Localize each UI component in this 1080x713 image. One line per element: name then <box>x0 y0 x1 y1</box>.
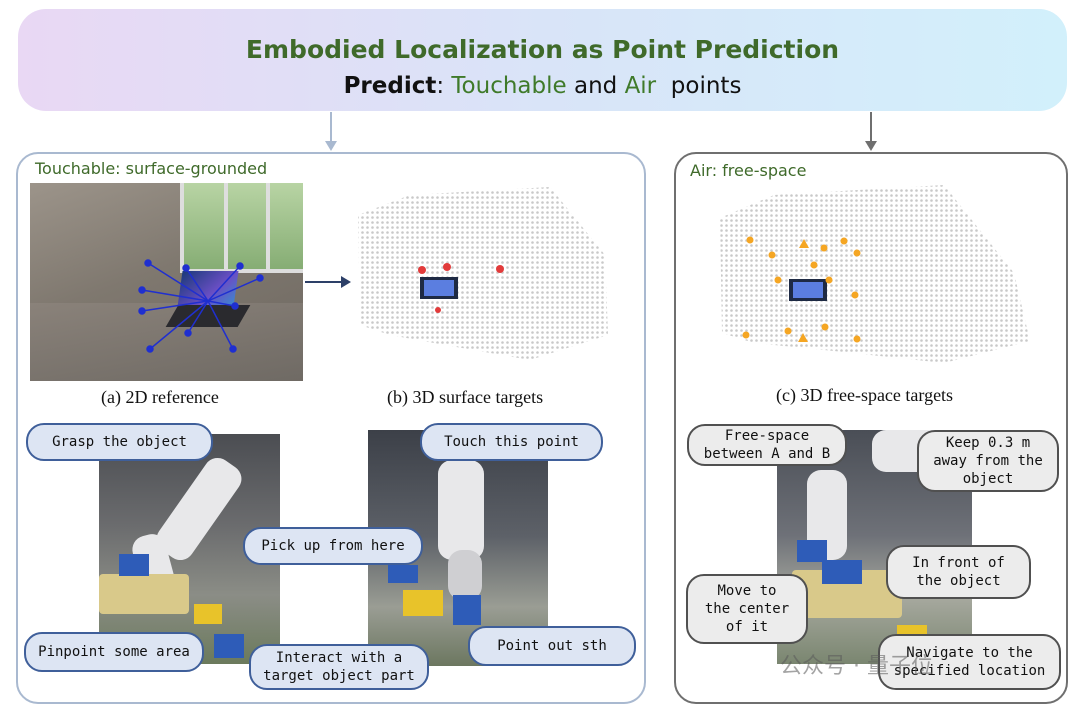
and-word: and <box>573 73 618 99</box>
wechat-watermark: 公众号 · 量子位 <box>780 654 933 679</box>
orange-point <box>840 237 848 245</box>
window <box>180 183 303 273</box>
orange-point <box>810 261 818 269</box>
blue-box <box>797 540 827 562</box>
bubble-pinpoint-some-area: Pinpoint some area <box>24 632 204 672</box>
diagram-subtitle: Predict: Touchable and Air points <box>18 73 1067 99</box>
projection-arrow <box>305 281 343 283</box>
orange-point <box>774 276 782 284</box>
points-word: points <box>670 73 742 99</box>
diagram-title: Embodied Localization as Point Predictio… <box>245 35 840 64</box>
projection-arrowhead <box>341 276 351 288</box>
red-target-point <box>443 263 451 271</box>
red-target-point <box>418 266 426 274</box>
air-word: Air <box>624 73 657 99</box>
orange-point <box>853 249 861 257</box>
blue-box <box>388 565 418 583</box>
robot-arm <box>448 550 482 600</box>
2d-reference-image <box>30 183 303 381</box>
orange-triangle <box>798 333 808 342</box>
orange-point <box>851 291 859 299</box>
bubble-navigate-to-location: Navigate to the specified location <box>878 634 1061 690</box>
orange-point <box>853 335 861 343</box>
orange-point <box>768 251 776 259</box>
orange-point <box>825 276 833 284</box>
bubble-free-space-between: Free-space between A and B <box>687 424 847 466</box>
orange-point <box>820 244 828 252</box>
robot-arm <box>438 460 484 560</box>
bubble-interact-with-part: Interact with a target object part <box>249 644 429 690</box>
bubble-move-to-center: Move to the center of it <box>686 574 808 644</box>
touchable-panel-label: Touchable: surface-grounded <box>35 159 268 178</box>
predict-label: Predict <box>343 73 437 99</box>
right-connector-line <box>870 112 872 142</box>
bubble-touch-this-point: Touch this point <box>420 423 603 461</box>
right-connector-arrowhead <box>865 141 877 151</box>
left-connector-arrowhead <box>325 141 337 151</box>
orange-point <box>746 236 754 244</box>
blue-box <box>453 595 481 625</box>
red-target-point <box>435 307 441 313</box>
bubble-point-out-sth: Point out sth <box>468 626 636 666</box>
orange-point <box>784 327 792 335</box>
yellow-box <box>403 590 443 616</box>
blue-box <box>214 634 244 658</box>
bubble-grasp-the-object: Grasp the object <box>26 423 213 461</box>
window-bar <box>224 183 228 273</box>
left-connector-line <box>330 112 332 142</box>
blue-box <box>822 560 862 584</box>
bubble-in-front-of-object: In front of the object <box>886 545 1031 599</box>
orange-point <box>742 331 750 339</box>
red-target-point <box>496 265 504 273</box>
bubble-keep-distance: Keep 0.3 m away from the object <box>917 430 1059 492</box>
predict-colon: : <box>436 73 445 99</box>
desk <box>30 303 303 381</box>
yellow-box <box>194 604 222 624</box>
window-bar <box>266 183 270 273</box>
3d-surface-pointcloud <box>358 187 608 360</box>
bubble-pick-up-from-here: Pick up from here <box>243 527 423 565</box>
orange-triangle <box>799 239 809 248</box>
air-panel-label: Air: free-space <box>690 161 807 180</box>
caption-2d-reference: (a) 2D reference <box>101 387 219 407</box>
caption-3d-surface: (b) 3D surface targets <box>387 387 544 407</box>
blue-box <box>119 554 149 576</box>
touchable-word: Touchable <box>451 73 567 99</box>
caption-3d-freespace: (c) 3D free-space targets <box>776 385 954 405</box>
orange-point <box>821 323 829 331</box>
tray <box>99 574 189 614</box>
header-banner: Embodied Localization as Point Predictio… <box>18 9 1067 111</box>
3d-freespace-pointcloud <box>720 185 1030 363</box>
point-graph-overlay <box>138 259 264 353</box>
